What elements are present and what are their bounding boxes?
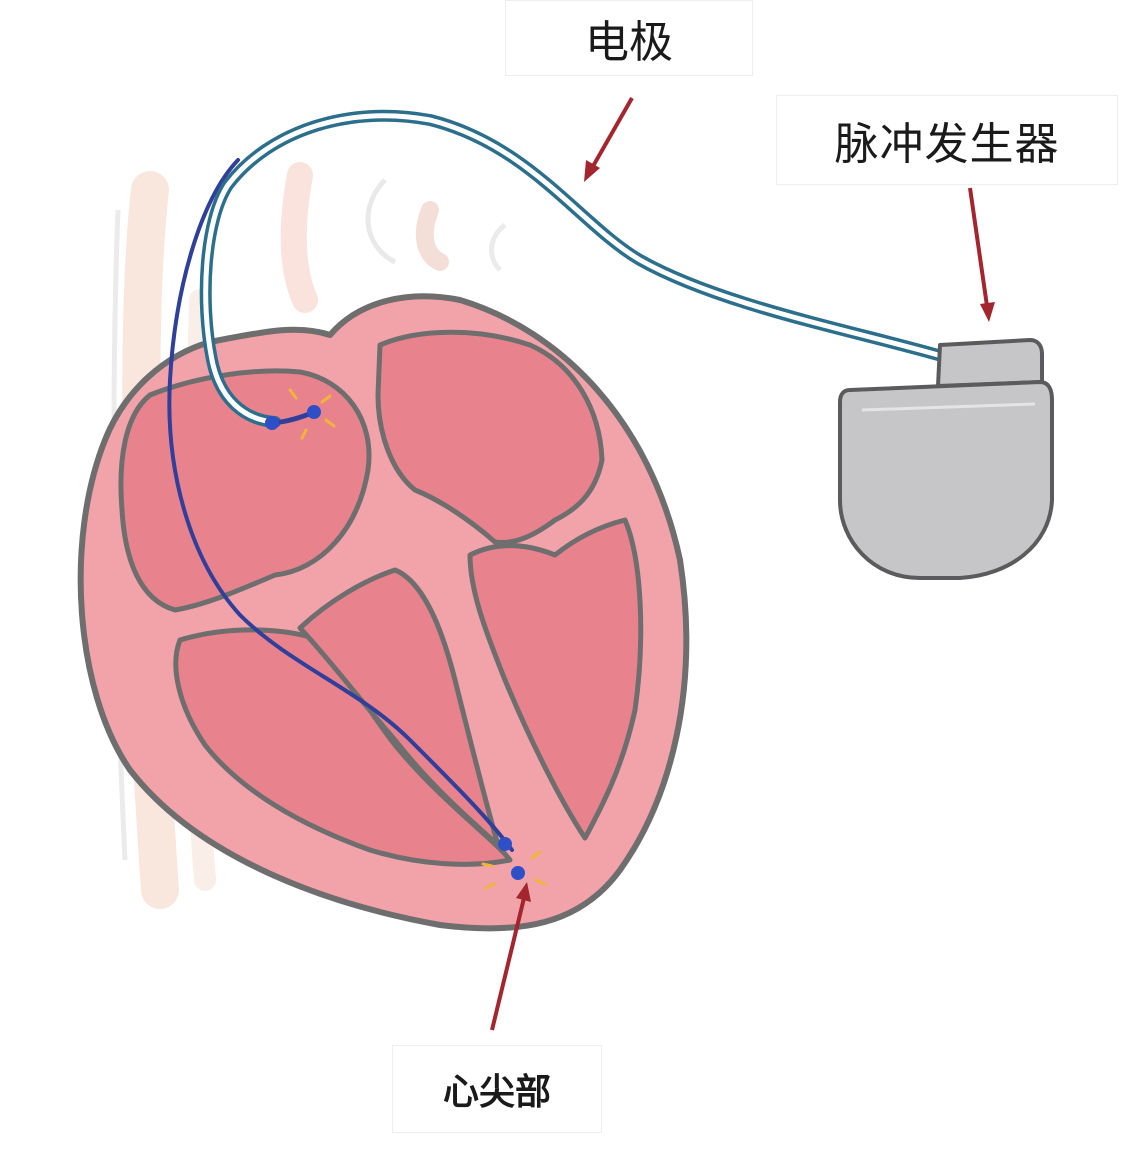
atrial-electrode-tip [265, 388, 336, 440]
pacemaker-generator-icon [838, 338, 1054, 580]
electrode-label-text: 电极 [585, 17, 673, 68]
apex-label: 心尖部 [392, 1045, 602, 1133]
arrows [490, 97, 995, 1031]
atrial-lead-inner [203, 113, 941, 425]
pulse-generator-label-text: 脉冲发生器 [834, 119, 1060, 170]
electrode-arrow [584, 97, 634, 182]
ventricular-electrode-tip [481, 837, 547, 890]
spark-icon [481, 850, 547, 890]
heart-left-atrium [375, 329, 605, 546]
apex-arrow [490, 882, 531, 1031]
spark-icon [288, 388, 336, 440]
apex-label-text: 心尖部 [442, 1072, 551, 1113]
pulse-generator-label: 脉冲发生器 [776, 95, 1118, 185]
electrode-label: 电极 [505, 0, 753, 76]
heart-left-ventricle [467, 517, 644, 841]
generator-arrow [968, 187, 995, 322]
ventricular-lead [167, 158, 514, 852]
